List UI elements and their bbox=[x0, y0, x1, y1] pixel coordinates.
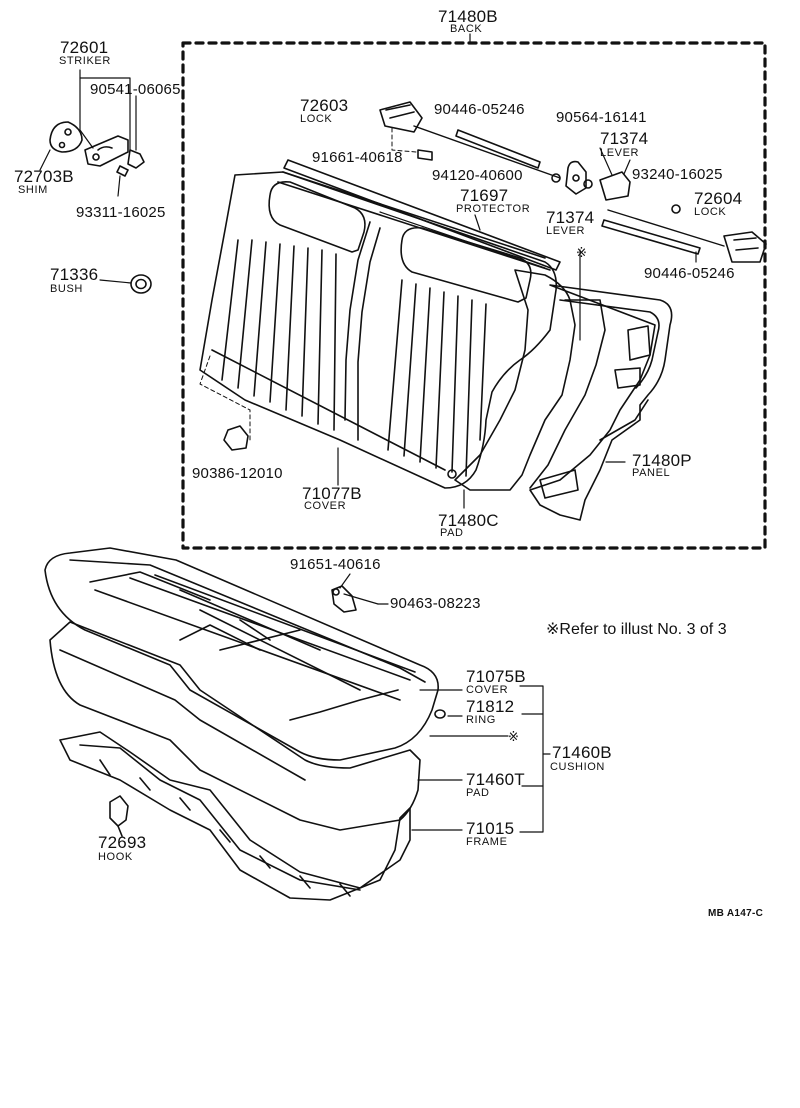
cushion-cover-part-name: COVER bbox=[466, 684, 509, 696]
drawing-code: MB A147-C bbox=[708, 908, 764, 919]
lock-left-assembly bbox=[379, 101, 561, 179]
lock-left-part-name: LOCK bbox=[300, 113, 333, 125]
cushion-part-name: CUSHION bbox=[550, 761, 605, 773]
cushion-cover-part-number: 71075B bbox=[466, 667, 526, 686]
panel-part-name: PANEL bbox=[632, 467, 671, 479]
ref-mark-cushion: ※ bbox=[508, 729, 520, 744]
refer-note: ※Refer to illust No. 3 of 3 bbox=[546, 621, 727, 638]
lever-assembly bbox=[551, 147, 681, 214]
screw-93240-part-number: 93240-16025 bbox=[632, 166, 723, 183]
protector-part-name: PROTECTOR bbox=[456, 203, 531, 215]
bolt-90541-part-number: 90541-06065 bbox=[90, 81, 181, 98]
cushion-leaders bbox=[377, 603, 551, 833]
bracket-90463-part-number: 90463-08223 bbox=[390, 595, 481, 612]
back-assembly-boundary bbox=[181, 41, 767, 550]
back-part-name: BACK bbox=[450, 23, 483, 35]
striker-part-name: STRIKER bbox=[59, 55, 111, 67]
cushion-pad-part-name: PAD bbox=[466, 787, 490, 799]
bush-part-name: BUSH bbox=[50, 283, 83, 295]
frame-part-number: 71015 bbox=[466, 819, 515, 838]
striker-part-number: 72601 bbox=[60, 38, 109, 57]
ref-mark-back: ※ bbox=[576, 245, 588, 260]
panel-part-number: 71480P bbox=[632, 451, 692, 470]
shim-part-number: 72703B bbox=[14, 167, 74, 186]
screw-91651-part-number: 91651-40616 bbox=[290, 556, 381, 573]
hook-part-number: 72693 bbox=[98, 833, 147, 852]
lever-upper-part-number: 71374 bbox=[600, 129, 649, 148]
lock-right-assembly bbox=[601, 209, 767, 263]
clip-90386-part bbox=[199, 355, 251, 451]
bush-part-number: 71336 bbox=[50, 265, 99, 284]
lock-right-part-name: LOCK bbox=[694, 206, 727, 218]
rod-upper-part-number: 90446-05246 bbox=[434, 101, 525, 118]
lock-left-part-number: 72603 bbox=[300, 96, 349, 115]
screw-91661-part-number: 91661-40618 bbox=[312, 149, 403, 166]
clip-90564-part-number: 90564-16141 bbox=[556, 109, 647, 126]
lever-lower-part-number: 71374 bbox=[546, 208, 595, 227]
back-pad-part-number: 71480C bbox=[438, 511, 499, 530]
protector-part-number: 71697 bbox=[460, 186, 509, 205]
lock-right-part-number: 72604 bbox=[694, 189, 743, 208]
ring-part bbox=[434, 709, 446, 719]
back-part-number: 71480B bbox=[438, 7, 498, 26]
cushion-part-number: 71460B bbox=[552, 743, 612, 762]
lever-lower-part-name: LEVER bbox=[546, 225, 586, 237]
hook-part-name: HOOK bbox=[98, 851, 133, 863]
back-leaders bbox=[337, 249, 626, 509]
lever-upper-part-name: LEVER bbox=[600, 147, 640, 159]
back-pad-part-name: PAD bbox=[440, 527, 464, 539]
frame-part-name: FRAME bbox=[466, 836, 508, 848]
screw-93311-part-number: 93311-16025 bbox=[76, 204, 166, 221]
bush-part bbox=[99, 274, 152, 294]
rod-lower-part-number: 90446-05246 bbox=[644, 265, 735, 282]
protector-strip bbox=[283, 159, 561, 271]
back-cover-part-number: 71077B bbox=[302, 484, 362, 503]
ring-part-name: RING bbox=[466, 714, 496, 726]
nut-94120-part-number: 94120-40600 bbox=[432, 167, 523, 184]
seat-back-drawing bbox=[199, 171, 673, 521]
seat-cushion-drawing bbox=[44, 547, 439, 901]
shim-part-name: SHIM bbox=[18, 184, 48, 196]
striker-group bbox=[39, 69, 145, 197]
bracket-parts bbox=[331, 573, 379, 613]
ring-part-number: 71812 bbox=[466, 697, 515, 716]
clip-90386-part-number: 90386-12010 bbox=[192, 465, 283, 482]
back-cover-part-name: COVER bbox=[304, 500, 347, 512]
cushion-pad-part-number: 71460T bbox=[466, 770, 525, 789]
